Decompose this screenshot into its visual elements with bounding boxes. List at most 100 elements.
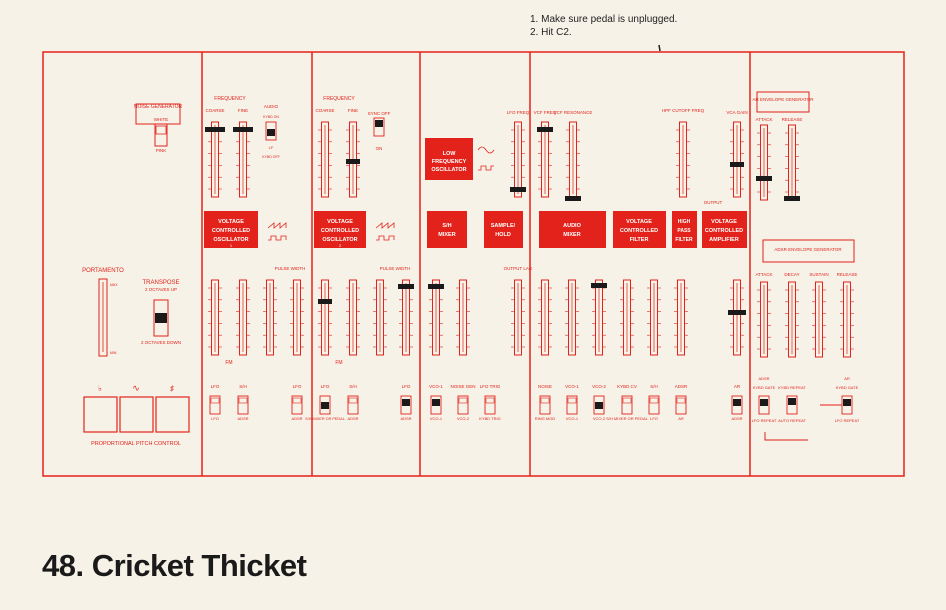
vco2-fine-slider-cap <box>346 159 360 164</box>
vca-ar: AR <box>734 384 741 389</box>
output-lag-slider[interactable] <box>511 279 525 356</box>
switches-group <box>209 117 853 415</box>
ar-env-label: AR ENVELOPE GENERATOR <box>752 97 814 102</box>
vco1-pulse-width-label: PULSE WIDTH <box>275 266 306 271</box>
adsr-release-label: RELEASE <box>837 272 858 277</box>
vcf-adsr-switch[interactable] <box>675 395 687 415</box>
sh-vco1-switch[interactable] <box>430 395 442 415</box>
output-label: OUTPUT <box>704 200 723 205</box>
vco2-pw-switch[interactable] <box>400 395 412 415</box>
ppc-pad-vibrato[interactable] <box>119 396 154 433</box>
vco1-audio-label: AUDIO <box>264 104 279 109</box>
sh-vco1-slider[interactable] <box>428 279 444 356</box>
vco2-sh-mixer: S/H MIXER OR PEDAL <box>305 417 345 421</box>
adsr-sustain-slider[interactable] <box>812 281 826 358</box>
sh-lfo-trig: LFO TRIG <box>480 384 501 389</box>
vco2-fm-lfo-slider[interactable] <box>318 279 332 356</box>
mix-vco2-slider-cap <box>591 283 607 288</box>
vcf-adsr-slider[interactable] <box>674 279 688 356</box>
vcf-sh: S/H <box>650 384 658 389</box>
audio-mixer-module <box>539 211 606 248</box>
vco2-fm-sh-switch[interactable] <box>347 395 359 415</box>
lfo-freq-slider[interactable] <box>510 121 526 198</box>
ar-trig-switch-knob <box>843 399 851 406</box>
vco1-fm-label: FM <box>225 360 232 366</box>
vco2-frequency-label: FREQUENCY <box>323 96 355 102</box>
ar-release-slider[interactable] <box>784 124 800 201</box>
vco2-coarse-slider[interactable] <box>318 121 332 198</box>
vco2-fine-slider[interactable] <box>346 121 360 198</box>
adsr-release-slider[interactable] <box>840 281 854 358</box>
vcf-lfo: LFO <box>650 416 658 421</box>
svg-text:FILTER: FILTER <box>630 237 649 243</box>
vco1-audio-switch[interactable] <box>265 121 277 141</box>
adsr-attack-slider[interactable] <box>757 281 771 358</box>
adsr-repeat-switch-knob <box>788 398 796 405</box>
sh-trig-switch[interactable] <box>484 395 496 415</box>
mix-vco1-slider[interactable] <box>565 279 579 356</box>
vco1-pw-switch[interactable] <box>291 395 303 415</box>
vco2-fm-sh-slider[interactable] <box>346 279 360 356</box>
vco1-fm-lfo-switch[interactable] <box>209 395 221 415</box>
vcf-adsr: ADSR <box>675 384 688 389</box>
mix-vco1-switch[interactable] <box>566 395 578 415</box>
sh-noise-switch[interactable] <box>457 395 469 415</box>
vcf-res-slider[interactable] <box>565 121 581 201</box>
vco2-fine-label: FINE <box>348 108 358 113</box>
mix-vco2-switch[interactable] <box>593 395 605 415</box>
svg-text:OSCILLATOR: OSCILLATOR <box>322 237 357 243</box>
adsr-kybd-repeat: KYBD REPEAT <box>778 385 806 390</box>
vco1-lfo-b: LFO <box>211 416 219 421</box>
square-icon <box>376 235 395 241</box>
vco2-pw-width-slider[interactable] <box>373 279 387 356</box>
vcf-freq-label: VCF FREQ <box>534 110 557 115</box>
adsr-repeat-switch[interactable] <box>786 395 798 415</box>
lfo-freq-label: LFO FREQ <box>507 110 530 115</box>
vcf-kybd-slider[interactable] <box>620 279 634 356</box>
svg-text:CONTROLLED: CONTROLLED <box>705 228 743 234</box>
vco1-pw-width-slider[interactable] <box>263 279 277 356</box>
vca-gain-slider[interactable] <box>730 121 744 198</box>
ar-attack-label: ATTACK <box>755 117 772 122</box>
mix-noise-slider[interactable] <box>538 279 552 356</box>
ar-attack-slider[interactable] <box>756 124 772 201</box>
vco1-coarse-slider[interactable] <box>205 121 225 198</box>
vco2-sync-switch[interactable] <box>373 117 385 137</box>
adsr-env-bracket <box>762 239 855 263</box>
sh-kybd-trig: KYBD TRIG <box>479 416 501 421</box>
adsr-auto-repeat: AUTO REPEAT <box>778 418 806 423</box>
vco1-pw-mod-slider[interactable] <box>290 279 304 356</box>
ppc-pad-flat[interactable] <box>83 396 118 433</box>
sh-noise-slider[interactable] <box>456 279 470 356</box>
vco1-fine-slider[interactable] <box>233 121 253 198</box>
vca-ar-slider-cap <box>728 310 746 315</box>
mix-vco2: VCO-2 <box>592 384 606 389</box>
sh-vco1-b: VCO-1 <box>430 416 443 421</box>
portamento-max: MAX <box>110 283 118 287</box>
vcf-sh-switch[interactable] <box>648 395 660 415</box>
vco1-fm-lfo-slider[interactable] <box>208 279 222 356</box>
mix-noise-switch[interactable] <box>539 395 551 415</box>
vcf-sh-slider[interactable] <box>647 279 661 356</box>
vca-switch[interactable] <box>731 395 743 415</box>
sync-off-label: SYNC OFF <box>368 111 391 116</box>
adsr-trig-switch[interactable] <box>758 395 770 415</box>
vco2-fm-lfo-switch[interactable] <box>319 395 331 415</box>
tick-mark <box>658 44 661 52</box>
panel-frame <box>42 51 905 477</box>
adsr-decay-slider[interactable] <box>785 281 799 358</box>
ppc-pad-sharp[interactable] <box>155 396 190 433</box>
hpf-cutoff-slider[interactable] <box>676 121 690 198</box>
ar-trig-switch[interactable] <box>841 395 853 415</box>
vcf-kybd-switch[interactable] <box>621 395 633 415</box>
vco1-fm-sh-switch[interactable] <box>237 395 249 415</box>
vco1-fm-sh-slider[interactable] <box>236 279 250 356</box>
vco1-kybd-on: KYBD ON <box>263 115 279 119</box>
ar-kybd-gate: KYBD GATE <box>836 385 859 390</box>
vcf-freq-slider[interactable] <box>537 121 553 198</box>
vco2-pw-mod-slider[interactable] <box>398 279 414 356</box>
vco2-pw-mod-slider-cap <box>398 284 414 289</box>
mix-vco2-slider[interactable] <box>591 279 607 356</box>
ppc-pads[interactable] <box>83 396 190 433</box>
vca-ar-slider[interactable] <box>728 279 746 356</box>
